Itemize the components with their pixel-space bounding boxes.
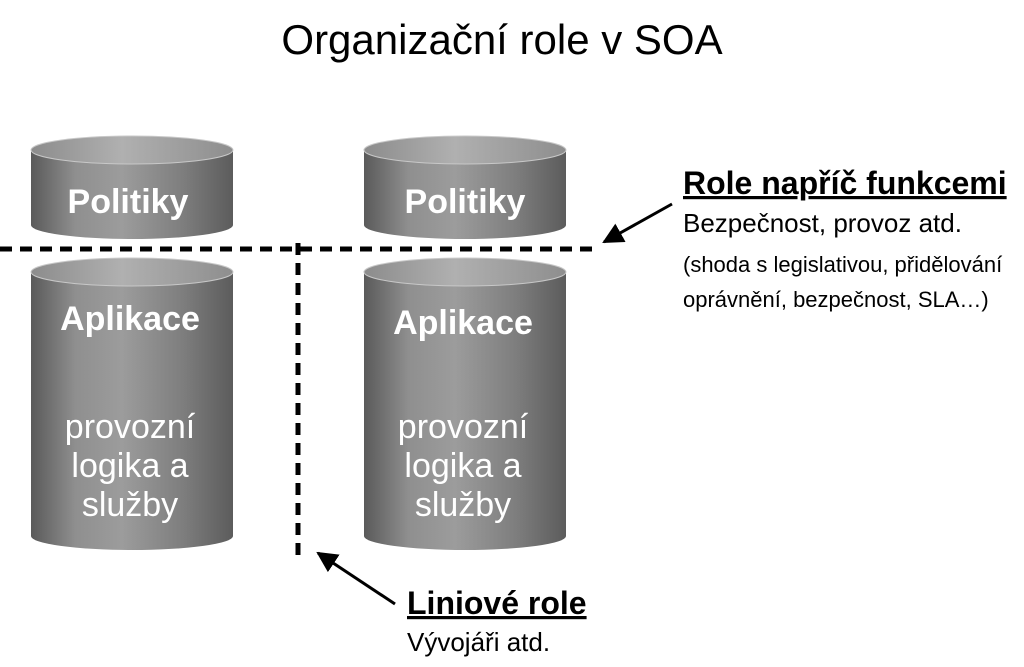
- cylinder-right-applications-line-1: provozní: [398, 408, 529, 446]
- line-role-arrow: [316, 551, 396, 606]
- cross-functional-role-heading: Role napříč funkcemi: [683, 165, 1007, 201]
- cylinder-left-applications-line-3: služby: [82, 486, 178, 524]
- cylinder-left-applications-label: Aplikace: [60, 300, 200, 338]
- cylinder-left-applications: Aplikace provozní logika a služby: [30, 257, 234, 550]
- cylinder-right-applications: Aplikace provozní logika a služby: [363, 257, 567, 550]
- cylinder-left-policies: Politiky: [30, 135, 234, 239]
- cylinder-left-applications-line-1: provozní: [65, 408, 196, 446]
- cylinder-left-applications-line-2: logika a: [71, 447, 188, 485]
- cylinder-right-applications-line-3: služby: [415, 486, 511, 524]
- diagram-title: Organizační role v SOA: [281, 16, 722, 63]
- cross-functional-arrow: [602, 202, 673, 244]
- cross-functional-role-subtitle: Bezpečnost, provoz atd.: [683, 208, 962, 238]
- cylinder-left-policies-label: Politiky: [68, 183, 189, 221]
- cross-functional-role-note-line-1: (shoda s legislativou, přidělování: [683, 252, 1002, 277]
- cylinder-right-applications-label: Aplikace: [393, 304, 533, 342]
- line-role-heading: Liniové role: [407, 585, 587, 621]
- cross-functional-role-note-line-2: oprávnění, bezpečnost, SLA…): [683, 287, 989, 312]
- cylinder-right-policies: Politiky: [363, 135, 567, 239]
- cylinder-right-policies-label: Politiky: [405, 183, 526, 221]
- cylinder-right-applications-line-2: logika a: [404, 447, 521, 485]
- line-role-subtitle: Vývojáři atd.: [407, 627, 550, 657]
